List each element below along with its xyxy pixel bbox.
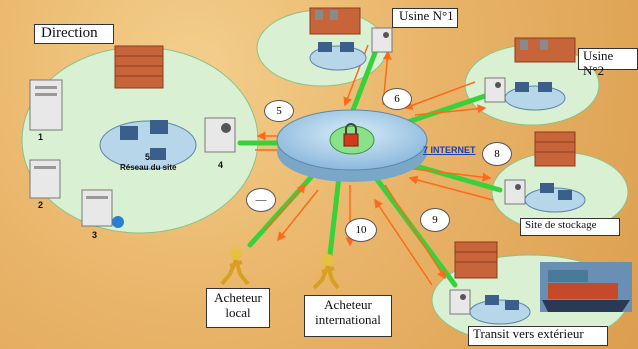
router-icon [484,77,506,103]
acheteur-intl-line2: international [315,311,381,327]
number-4: 4 [218,160,224,170]
computer-icon [469,295,531,325]
link-intl [327,165,343,258]
acheteur-intl-line1: Acheteur [324,297,372,312]
reseau-label: Réseau du site [120,163,177,172]
acheteur-local-label: Acheteur local [206,288,270,328]
acheteur-local-line1: Acheteur [214,290,262,305]
bubble-5: 5 [264,100,294,122]
arrow [277,189,319,242]
lock-icon [343,123,359,147]
bubble-10: 10 [345,218,377,242]
server-icon [29,159,61,199]
stockage-label: Site de stockage [520,218,620,236]
bubble-11: — [246,188,276,212]
acheteur-intl-label: Acheteur international [304,295,392,337]
router-icon [449,289,471,315]
usine2-label: Usine N°2 [578,48,638,78]
link-local [247,162,325,248]
arrow [404,167,492,182]
factory-icon [514,37,576,63]
arrow [408,175,494,201]
direction-label: Direction [34,24,114,44]
computer-icon [309,42,367,71]
bricks-icon [454,241,498,279]
ship-icon [540,262,632,312]
person-icon [312,254,340,290]
number-3: 3 [92,230,98,240]
arrow [384,184,446,280]
usine1-label: Usine N°1 [392,8,458,28]
arrow [403,81,476,110]
arrow [374,198,433,286]
acheteur-local-line2: local [225,304,251,320]
server-icon [81,189,124,228]
bricks-icon [534,131,576,167]
link-usine1 [347,42,381,121]
bubble-9: 9 [420,208,450,232]
number-5: 5 [145,152,151,162]
internet-label: 7 INTERNET [423,145,476,155]
bricks-icon [114,45,164,89]
router-icon [204,117,236,153]
arrow [414,104,487,116]
computer-icon [524,183,586,213]
person-icon [220,248,250,286]
bubble-6: 6 [382,88,412,110]
router-icon [371,27,393,53]
factory-icon [309,7,361,35]
bubble-8: 8 [482,142,512,166]
internet-hub [276,109,428,182]
server-icon [29,79,63,131]
number-1: 1 [38,132,44,142]
arrow [264,183,306,231]
router-icon [504,179,526,205]
transit-label: Transit vers extérieur [468,326,608,346]
number-2: 2 [38,200,44,210]
network-hub-5 [99,120,197,170]
